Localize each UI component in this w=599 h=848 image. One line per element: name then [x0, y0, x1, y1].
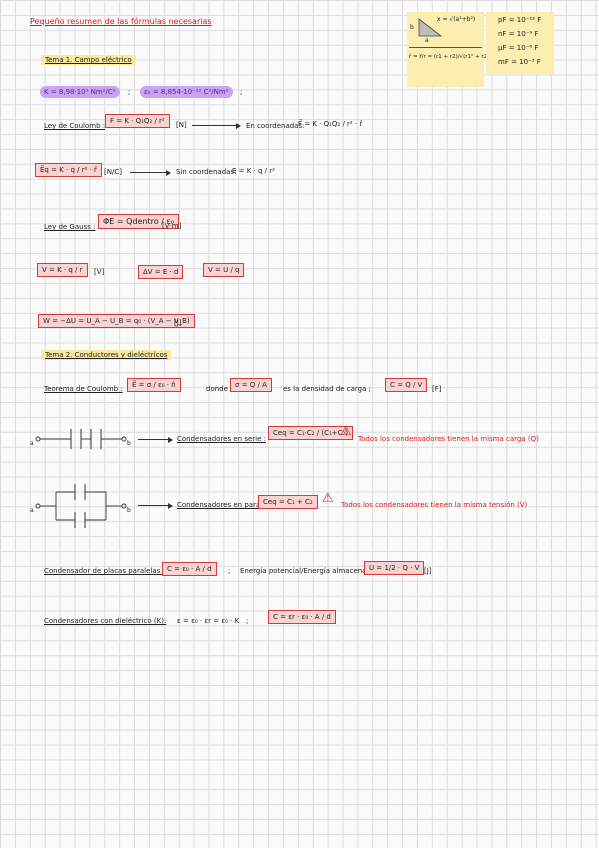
formula-sticky-note: x = √(a²+b²) b a r̂ = r⃗/r = (r1 + r2)/√…: [407, 12, 491, 87]
parallel-note: Todos los condensadores tienen la misma …: [341, 501, 528, 509]
right-triangle-icon: [418, 18, 443, 37]
gauss-formula-box: ΦE = Qdentro / ε₀: [98, 214, 179, 229]
sticky-divider: [409, 47, 482, 48]
work-formula-box: W = −ΔU = U_A − U_B = q₀ · (V_A − V_B): [38, 314, 195, 328]
sigma-description: es la densidad de carga ;: [283, 385, 372, 393]
electric-field-unit: [N/C]: [104, 168, 122, 176]
units-sticky-note: pF = 10⁻¹² F nF = 10⁻⁹ F μF = 10⁻⁶ F mF …: [486, 12, 554, 74]
sigma-box: σ = Q / A: [230, 378, 272, 392]
tema1-heading: Tema 1. Campo eléctrico: [41, 55, 136, 65]
electric-field-scalar: E = K · q / r²: [232, 167, 275, 175]
coulomb-vector-label: En coordenadas:: [246, 122, 305, 130]
unit-pf: pF = 10⁻¹² F: [498, 16, 542, 24]
coulomb-theorem-box: E⃗ = σ / ε₀ · n̂: [127, 378, 181, 392]
energy-separator: ;: [228, 567, 231, 575]
capacitance-unit: [F]: [432, 385, 442, 393]
electric-field-arrow: [130, 169, 171, 176]
potential-unit: [V]: [94, 268, 105, 276]
v-u-q-box: V = U / q: [203, 263, 245, 277]
dielectric-permittivity: ε = ε₀ · εr = ε₀ · K: [177, 617, 240, 625]
triangle-side-b: b: [410, 24, 414, 31]
coulomb-theorem-label: Teorema de Coulomb :: [44, 385, 123, 393]
unit-nf: nF = 10⁻⁹ F: [498, 30, 539, 38]
capacitance-box: C = Q / V: [385, 378, 428, 392]
page-title: Pequeño resumen de las fórmulas necesari…: [30, 17, 212, 26]
parallel-capacitor-diagram: [35, 484, 127, 528]
series-formula-box: Ceq = C₁·C₂ / (C₁+C₂): [268, 426, 354, 440]
unit-mf: mF = 10⁻³ F: [498, 58, 541, 66]
series-arrow: [138, 436, 173, 443]
k-constant: K = 8,98·10⁹ Nm²/C²: [40, 86, 120, 98]
parallel-plates-formula-box: C = ε₀ · A / d: [162, 562, 217, 576]
parallel-arrow: [138, 502, 173, 509]
dielectric-formula-box: C = εr · ε₀ · A / d: [268, 610, 336, 624]
triangle-hypotenuse: x = √(a²+b²): [437, 16, 476, 23]
energy-label: Energía potencial/Energía almacenada :: [240, 567, 380, 575]
coulomb-vector-formula: F⃗ = K · Q₁Q₂ / r² · r̂: [298, 120, 363, 128]
energy-unit: [J]: [424, 567, 432, 575]
energy-formula-box: U = 1/2 · Q · V: [364, 561, 425, 575]
gauss-law-label: Ley de Gauss :: [44, 223, 96, 231]
unit-vector-formula: r̂ = r⃗/r = (r1 + r2)/√(r1² + r2²): [409, 54, 492, 60]
series-node-b: b: [127, 440, 131, 447]
series-note: Todos los condensadores tienen la misma …: [358, 435, 539, 443]
warning-icon: ⚠: [322, 491, 334, 506]
coulomb-formula-box: F = K · Q₁Q₂ / r²: [105, 114, 170, 128]
parallel-plates-label: Condensador de placas paralelas :: [44, 567, 165, 575]
donde-text: donde: [206, 385, 228, 393]
warning-icon: ⚠: [340, 424, 352, 439]
work-unit: [J]: [174, 319, 182, 327]
dielectric-label: Condensadores con dieléctrico (K):: [44, 617, 167, 625]
constant-separator: ;: [128, 88, 131, 96]
constant-separator-2: ;: [240, 88, 243, 96]
delta-v-box: ΔV = E · d: [138, 265, 184, 279]
parallel-node-b: b: [127, 507, 131, 514]
parallel-label: Condensadores en paralelo :: [177, 501, 278, 509]
electric-field-scalar-label: Sin coordenadas:: [176, 168, 237, 176]
dielectric-separator: ;: [246, 617, 249, 625]
coulomb-unit: [N]: [176, 121, 187, 129]
coulomb-arrow: [192, 122, 241, 129]
potential-formula-box: V = K · q / r: [37, 263, 88, 277]
series-capacitor-diagram: [35, 429, 127, 449]
gauss-unit: [V·m]: [162, 222, 182, 230]
parallel-node-a: a: [30, 507, 34, 514]
series-label: Condensadores en serie :: [177, 435, 266, 443]
e0-constant: ε₀ = 8,854·10⁻¹² C²/Nm²: [140, 86, 233, 98]
unit-uf: μF = 10⁻⁶ F: [498, 44, 539, 52]
triangle-side-a: a: [425, 37, 429, 44]
coulomb-law-label: Ley de Coulomb :: [44, 122, 106, 130]
electric-field-formula-box: E⃗q = K · q / r² · r̂: [35, 163, 102, 177]
parallel-formula-box: Ceq = C₁ + C₂: [258, 495, 318, 509]
series-node-a: a: [30, 440, 34, 447]
tema2-heading: Tema 2. Conductores y dieléctricos: [41, 350, 172, 360]
